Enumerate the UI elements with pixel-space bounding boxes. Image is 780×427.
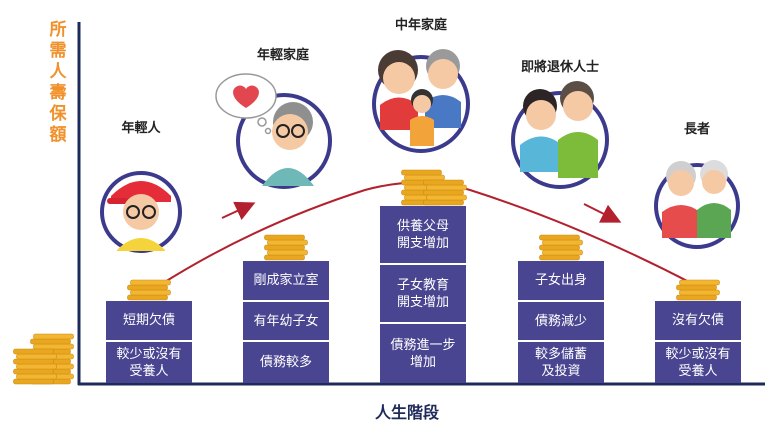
need-box: 較少或沒有 受養人	[106, 342, 192, 383]
need-box: 供養父母 開支增加	[380, 206, 466, 265]
needs-column-middle-aged-family: 供養父母 開支增加 子女教育 開支增加 債務進一步 增加	[380, 206, 466, 383]
stage-label-young-adult: 年輕人	[121, 121, 161, 136]
stage-label-elderly: 長者	[683, 122, 710, 137]
need-box: 有年幼子女	[243, 302, 329, 342]
needs-column-young-adult: 短期欠債 較少或沒有 受養人	[106, 301, 192, 383]
coin-stack	[676, 279, 720, 301]
need-box: 較多儲蓄 及投資	[518, 342, 604, 383]
need-box: 子女教育 開支增加	[380, 265, 466, 324]
avatar-middle-aged-family	[372, 49, 470, 153]
needs-column-elderly: 沒有欠債 較少或沒有 受養人	[655, 301, 741, 383]
need-box: 債務較多	[243, 342, 329, 383]
coin-stack	[423, 179, 467, 206]
needs-column-young-family: 剛成家立室 有年幼子女 債務較多	[243, 261, 329, 383]
origin-coin-stack	[13, 333, 74, 385]
avatar-elderly	[654, 160, 740, 249]
stage-label-middle-aged-family: 中年家庭	[394, 18, 447, 33]
need-box: 剛成家立室	[243, 261, 329, 302]
curve-arrow-right	[583, 203, 622, 223]
avatar-pre-retiree	[511, 81, 609, 189]
coin-stack	[13, 348, 57, 385]
curve-arrow-left	[221, 201, 256, 220]
need-box: 債務減少	[518, 302, 604, 342]
stage-label-young-family: 年輕家庭	[256, 48, 309, 63]
needs-column-pre-retiree: 子女出身 債務減少 較多儲蓄 及投資	[518, 261, 604, 383]
x-axis-label: 人生階段	[374, 403, 439, 422]
need-box: 沒有欠債	[655, 301, 741, 342]
coin-stack	[264, 234, 308, 261]
avatar-young-family	[215, 73, 332, 189]
need-box: 債務進一步 增加	[380, 324, 466, 383]
y-axis-label: 所需人壽保額	[49, 20, 67, 145]
stage-label-pre-retiree: 即將退休人士	[520, 60, 599, 75]
need-box: 子女出身	[518, 261, 604, 302]
need-box: 較少或沒有 受養人	[655, 342, 741, 383]
avatar-young-adult	[100, 171, 182, 253]
coin-stack	[127, 279, 171, 301]
need-box: 短期欠債	[106, 301, 192, 342]
coin-stack	[539, 234, 583, 261]
